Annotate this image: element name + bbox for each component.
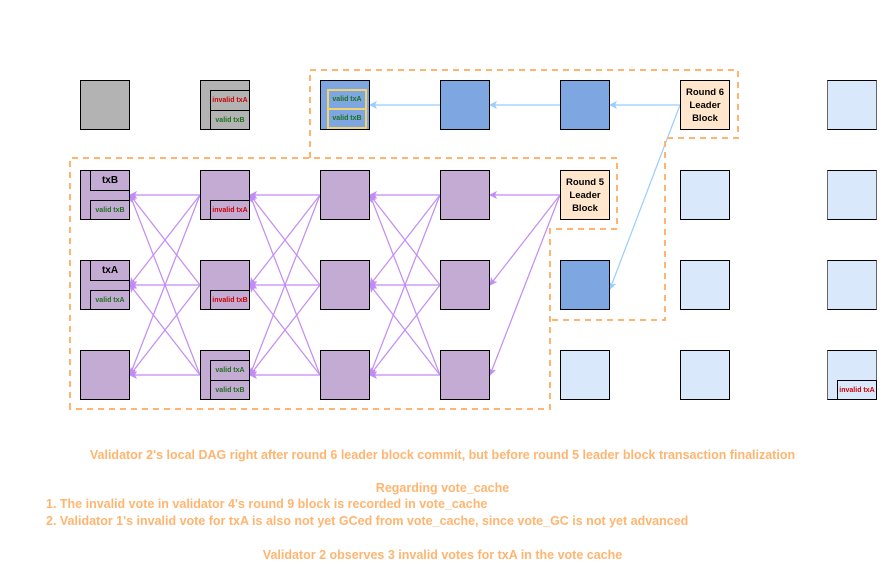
vote-invalid-txa: invalid txA [837, 380, 877, 400]
purple-parent-edge [248, 194, 321, 376]
block-r2-c3[interactable] [320, 170, 370, 220]
block-r2-c6[interactable] [680, 170, 730, 220]
tx-txb: txB [90, 170, 130, 191]
purple-parent-edge [249, 194, 321, 286]
purple-parent-edge [369, 194, 441, 286]
purple-parent-edge [249, 284, 321, 376]
purple-edges [128, 191, 561, 379]
block-r4-c6[interactable] [680, 350, 730, 400]
block-r2-c7[interactable] [827, 170, 877, 220]
block-r3-c7[interactable] [827, 260, 877, 310]
vote-valid-txb: valid txB [210, 110, 250, 130]
purple-parent-edge [129, 284, 201, 376]
tx-txa: txA [90, 260, 130, 281]
vote-invalid-txa: invalid txA [210, 200, 250, 220]
vote-cache-point-2: 2. Validator 1's invalid vote for txA is… [46, 514, 689, 528]
vote-valid-txa: valid txA [210, 360, 250, 381]
vote-cache-point-1: 1. The invalid vote in validator 4's rou… [46, 497, 488, 511]
round6-leader-block[interactable]: Round 6 Leader Block [680, 80, 730, 130]
block-r4-c3[interactable] [320, 350, 370, 400]
block-r2-c4[interactable] [440, 170, 490, 220]
block-r1-c7[interactable] [827, 80, 877, 130]
conclusion: Validator 2 observes 3 invalid votes for… [262, 548, 623, 562]
vote-invalid-txa: invalid txA [210, 90, 250, 111]
vote-valid-txb: valid txB [210, 380, 250, 400]
block-r4-c2[interactable]: valid txA valid txB [200, 350, 250, 400]
diagram-title: Validator 2's local DAG right after roun… [89, 448, 796, 462]
vote-invalid-txb: invalid txB [210, 290, 250, 310]
block-r3-c3[interactable] [320, 260, 370, 310]
block-r4-c1[interactable] [80, 350, 130, 400]
block-r1-c4[interactable] [440, 80, 490, 130]
block-r4-c7[interactable]: invalid txA [827, 350, 877, 400]
vote-cache-heading: Regarding vote_cache [375, 481, 510, 495]
block-r2-c2[interactable]: invalid txA [200, 170, 250, 220]
block-r1-c1[interactable] [80, 80, 130, 130]
leader5-parent-edge [488, 194, 561, 376]
purple-parent-edge [369, 284, 441, 376]
block-r1-c5[interactable] [560, 80, 610, 130]
vote-valid-txb: valid txB [327, 108, 367, 129]
block-r1-c3[interactable]: valid txA valid txB [320, 80, 370, 130]
block-r3-c4[interactable] [440, 260, 490, 310]
block-r3-c2[interactable]: invalid txB [200, 260, 250, 310]
round5-subdag-outline [69, 157, 618, 410]
purple-parent-edge [368, 194, 441, 376]
block-r3-c1[interactable]: txA valid txA [80, 260, 130, 310]
purple-parent-edge [128, 194, 201, 376]
blue-edges [369, 101, 681, 290]
vote-valid-txa: valid txA [90, 290, 130, 310]
purple-parent-edge [129, 194, 201, 286]
block-r3-c5[interactable] [560, 260, 610, 310]
vote-valid-txa: valid txA [327, 89, 367, 110]
block-r2-c1[interactable]: txB valid txB [80, 170, 130, 220]
round6-commit-outline [309, 69, 739, 321]
leader6-parent-edge [608, 104, 681, 290]
round5-leader-block[interactable]: Round 5 Leader Block [560, 170, 610, 220]
block-r1-c2[interactable]: invalid txA valid txB [200, 80, 250, 130]
leader5-parent-edge [489, 194, 561, 286]
block-r4-c4[interactable] [440, 350, 490, 400]
vote-valid-txb: valid txB [90, 200, 130, 220]
block-r4-c5[interactable] [560, 350, 610, 400]
block-r3-c6[interactable] [680, 260, 730, 310]
